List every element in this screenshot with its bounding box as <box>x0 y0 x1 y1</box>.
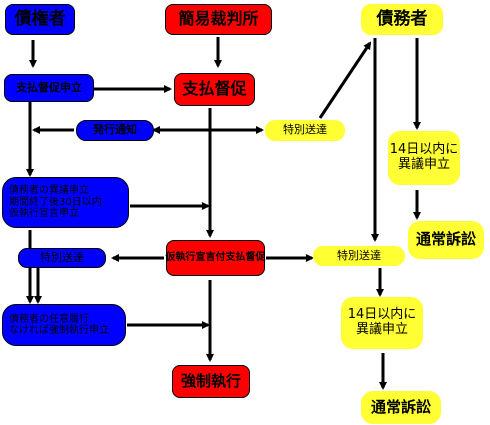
creditor-label: 債権者 <box>14 8 66 29</box>
special-delivery-left-box: 特別送達 <box>18 248 106 268</box>
voluntary-enforcement-line-1: 債務者の任意履行 <box>9 313 89 325</box>
provisional-application-line-3: 仮執行宣言申立 <box>9 208 79 220</box>
compulsory-execution-box: 強制執行 <box>172 365 250 398</box>
ordinary-suit-bottom-box: 通常訴訟 <box>361 391 441 424</box>
ordinary-suit-top-box: 通常訴訟 <box>408 221 484 259</box>
provisional-order-box: 仮執行宣言付支払督促 <box>165 240 266 276</box>
court-box: 簡易裁判所 <box>165 4 272 35</box>
objection-14-top-box: 14日以内に 異議申立 <box>388 131 460 185</box>
objection-14-bottom-box: 14日以内に 異議申立 <box>341 297 423 349</box>
special-delivery-1-box: 特別送達 <box>265 120 345 141</box>
provisional-application-line-1: 債務者の異議申立 <box>9 185 89 197</box>
provisional-order-label: 仮執行宣言付支払督促 <box>165 252 266 264</box>
provisional-application-box: 債務者の異議申立 期間終了後30日以内 仮執行宣言申立 <box>2 177 129 228</box>
special-delivery-1-label: 特別送達 <box>283 123 327 137</box>
special-delivery-left-label: 特別送達 <box>40 250 84 264</box>
issue-notice-label: 発行通知 <box>93 123 137 137</box>
debtor-box: 債務者 <box>361 4 443 35</box>
provisional-application-line-2: 期間終了後30日以内 <box>9 196 102 208</box>
ordinary-suit-top-label: 通常訴訟 <box>415 230 476 249</box>
special-delivery-right-label: 特別送達 <box>337 248 381 262</box>
debtor-label: 債務者 <box>376 8 428 29</box>
objection-14-bottom-line-1: 14日以内に <box>347 307 417 323</box>
issue-notice-box: 発行通知 <box>76 120 154 141</box>
court-label: 簡易裁判所 <box>178 9 259 29</box>
arrow-delivery-to-debtor <box>318 41 372 119</box>
creditor-box: 債権者 <box>5 4 75 35</box>
payment-order-label: 支払督促 <box>182 79 247 99</box>
ordinary-suit-bottom-label: 通常訴訟 <box>370 397 431 416</box>
special-delivery-right-box: 特別送達 <box>313 246 405 266</box>
voluntary-enforcement-box: 債務者の任意履行 なければ強制執行申立 <box>2 304 126 346</box>
objection-14-top-line-2: 異議申立 <box>397 157 450 172</box>
objection-14-top-line-1: 14日以内に <box>389 142 459 158</box>
voluntary-enforcement-line-2: なければ強制執行申立 <box>9 325 109 336</box>
payment-order-box: 支払督促 <box>174 73 255 106</box>
objection-14-bottom-line-2: 異議申立 <box>355 322 408 337</box>
payment-application-label: 支払督促申立 <box>16 80 82 94</box>
payment-application-box: 支払督促申立 <box>4 74 94 102</box>
compulsory-execution-label: 強制執行 <box>180 371 241 390</box>
